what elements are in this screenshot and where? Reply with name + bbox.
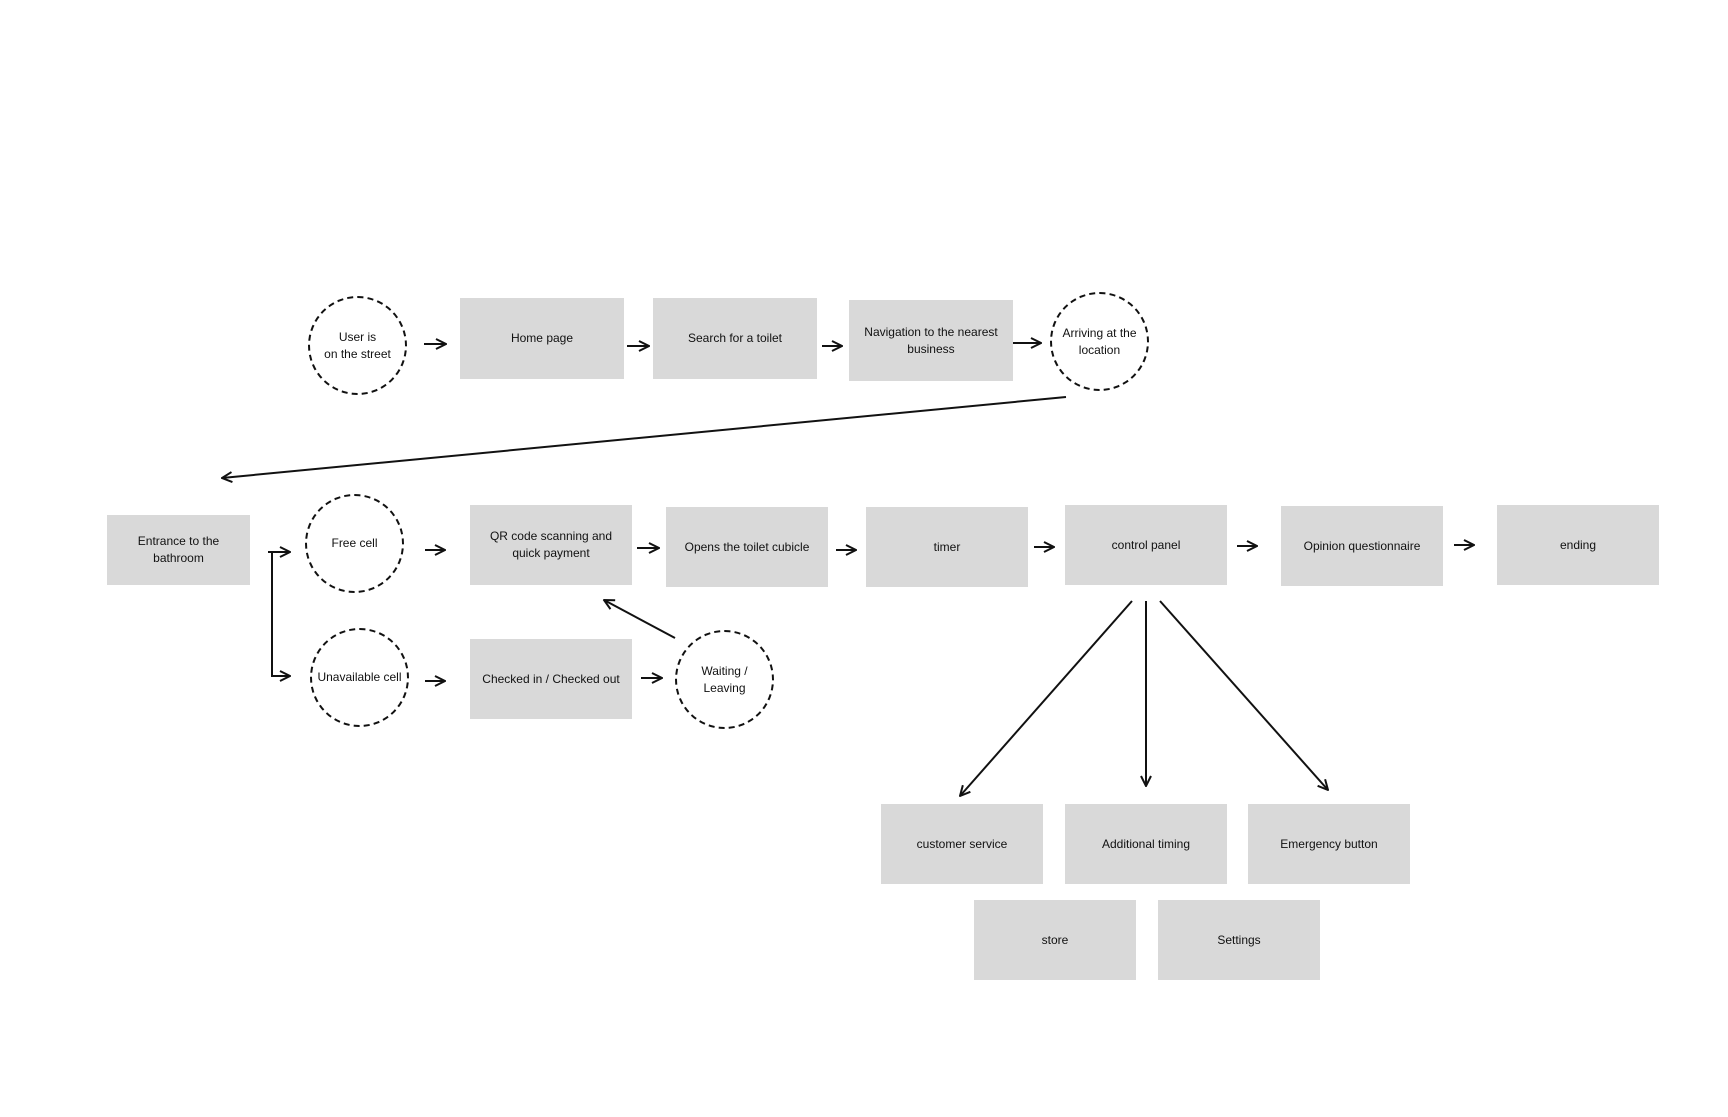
node-home-page: Home page xyxy=(460,298,624,379)
node-control-panel-label: control panel xyxy=(1111,537,1181,552)
node-search-toilet-label: Search for a toilet xyxy=(687,331,783,345)
node-search-toilet: Search for a toilet xyxy=(653,298,817,379)
node-free-cell: Free cell xyxy=(305,494,404,593)
node-store-label: store xyxy=(1041,932,1069,947)
node-settings-label: Settings xyxy=(1217,932,1261,947)
node-customer-service: customer service xyxy=(881,804,1043,884)
arrow-waiting-to-qr xyxy=(604,600,676,639)
node-ending-label: ending xyxy=(1559,537,1597,552)
node-timer: timer xyxy=(866,507,1028,587)
node-arriving-label: Arriving at the location xyxy=(1062,325,1137,357)
node-emergency: Emergency button xyxy=(1248,804,1410,884)
node-unavailable-cell: Unavailable cell xyxy=(310,628,409,727)
node-opens-cubicle: Opens the toilet cubicle xyxy=(666,507,828,587)
node-checked: Checked in / Checked out xyxy=(470,639,632,719)
node-waiting-label: Waiting / Leaving xyxy=(701,663,748,695)
node-additional-timing-label: Additional timing xyxy=(1101,836,1191,851)
node-entrance-label: Entrance to the bathroom xyxy=(137,534,220,565)
node-opinion: Opinion questionnaire xyxy=(1281,506,1443,586)
node-opens-cubicle-label: Opens the toilet cubicle xyxy=(684,539,810,554)
node-free-cell-label: Free cell xyxy=(331,536,378,550)
node-customer-service-label: customer service xyxy=(916,836,1008,851)
branch-connector xyxy=(268,551,290,676)
node-checked-label: Checked in / Checked out xyxy=(482,671,620,686)
node-waiting: Waiting / Leaving xyxy=(675,630,774,729)
arrow-control-to-customer-service xyxy=(960,600,1133,796)
node-settings: Settings xyxy=(1158,900,1320,980)
arrow-arriving-to-entrance xyxy=(222,396,1067,478)
node-additional-timing: Additional timing xyxy=(1065,804,1227,884)
node-arriving: Arriving at the location xyxy=(1050,292,1149,391)
node-user-on-street: User is on the street xyxy=(308,296,407,395)
node-home-page-label: Home page xyxy=(510,331,574,345)
arrow-control-to-emergency xyxy=(1159,600,1328,790)
node-store: store xyxy=(974,900,1136,980)
node-opinion-label: Opinion questionnaire xyxy=(1303,538,1421,553)
node-qr-payment-label: QR code scanning and quick payment xyxy=(489,529,613,560)
node-timer-label: timer xyxy=(933,539,961,554)
node-emergency-label: Emergency button xyxy=(1280,836,1378,851)
node-entrance: Entrance to the bathroom xyxy=(107,515,250,585)
node-qr-payment: QR code scanning and quick payment xyxy=(470,505,632,585)
node-unavailable-cell-label: Unavailable cell xyxy=(317,670,402,684)
node-control-panel: control panel xyxy=(1065,505,1227,585)
node-navigation: Navigation to the nearest business xyxy=(849,300,1013,381)
node-user-on-street-label: User is on the street xyxy=(324,329,391,361)
node-navigation-label: Navigation to the nearest business xyxy=(864,324,998,356)
node-ending: ending xyxy=(1497,505,1659,585)
